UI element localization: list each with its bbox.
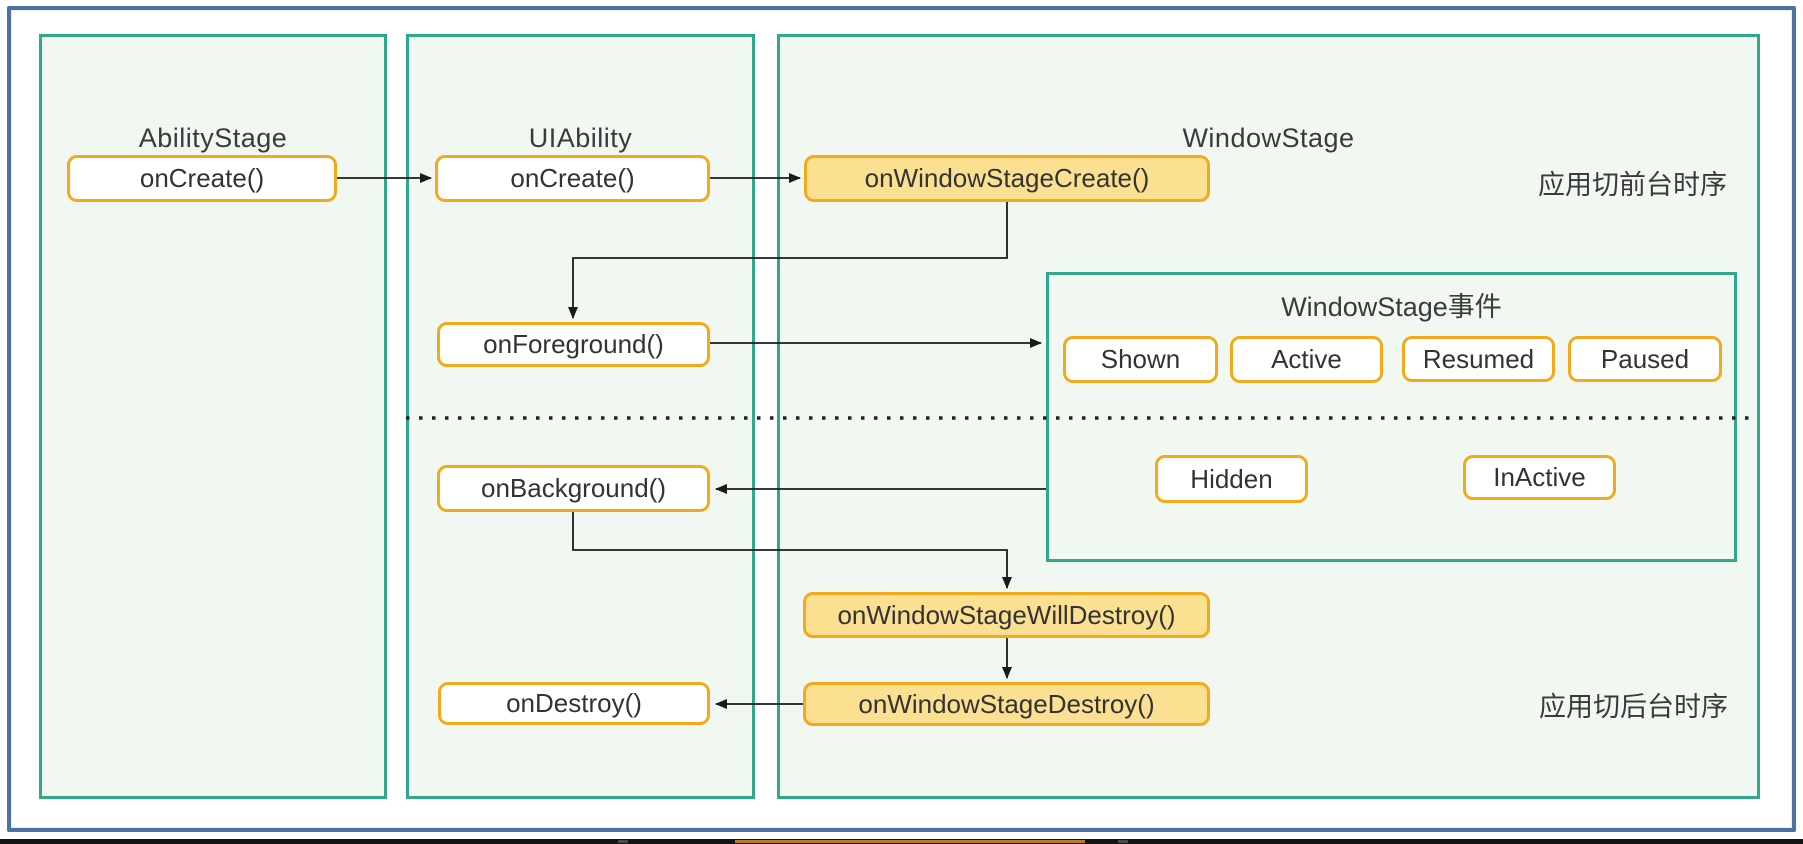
event-box-hidden: Hidden: [1155, 455, 1308, 503]
column-title-ui-ability: UIAbility: [528, 123, 633, 153]
annotation-background-sequence: 应用切后台时序: [1539, 692, 1728, 722]
column-title-ability-stage: AbilityStage: [138, 123, 288, 153]
event-box-paused: Paused: [1568, 336, 1722, 382]
event-box-shown: Shown: [1063, 336, 1218, 383]
node-abilitystage-oncreate: onCreate(): [67, 155, 337, 202]
annotation-foreground-sequence: 应用切前台时序: [1538, 170, 1727, 200]
node-onforeground: onForeground(): [437, 322, 710, 367]
event-box-active: Active: [1230, 336, 1383, 383]
node-onwindowstagedestroy: onWindowStageDestroy(): [803, 682, 1210, 726]
event-box-inactive: InActive: [1463, 455, 1616, 500]
event-box-resumed: Resumed: [1402, 336, 1555, 382]
bottom-strip-gap: [618, 840, 628, 843]
column-ability-stage: AbilityStage: [39, 34, 387, 799]
node-onbackground: onBackground(): [437, 465, 710, 512]
column-title-window-stage: WindowStage: [1182, 123, 1355, 153]
node-onwindowstagewilldestroy: onWindowStageWillDestroy(): [803, 592, 1210, 638]
node-onwindowstagecreate: onWindowStageCreate(): [804, 155, 1210, 202]
node-uiability-oncreate: onCreate(): [435, 155, 710, 202]
bottom-cutoff-strip: [0, 839, 1803, 844]
bottom-strip-text-fragment: [735, 840, 1085, 843]
window-stage-event-panel-title: WindowStage事件: [1281, 292, 1502, 322]
node-ondestroy: onDestroy(): [438, 682, 710, 725]
bottom-strip-gap: [1118, 840, 1128, 843]
